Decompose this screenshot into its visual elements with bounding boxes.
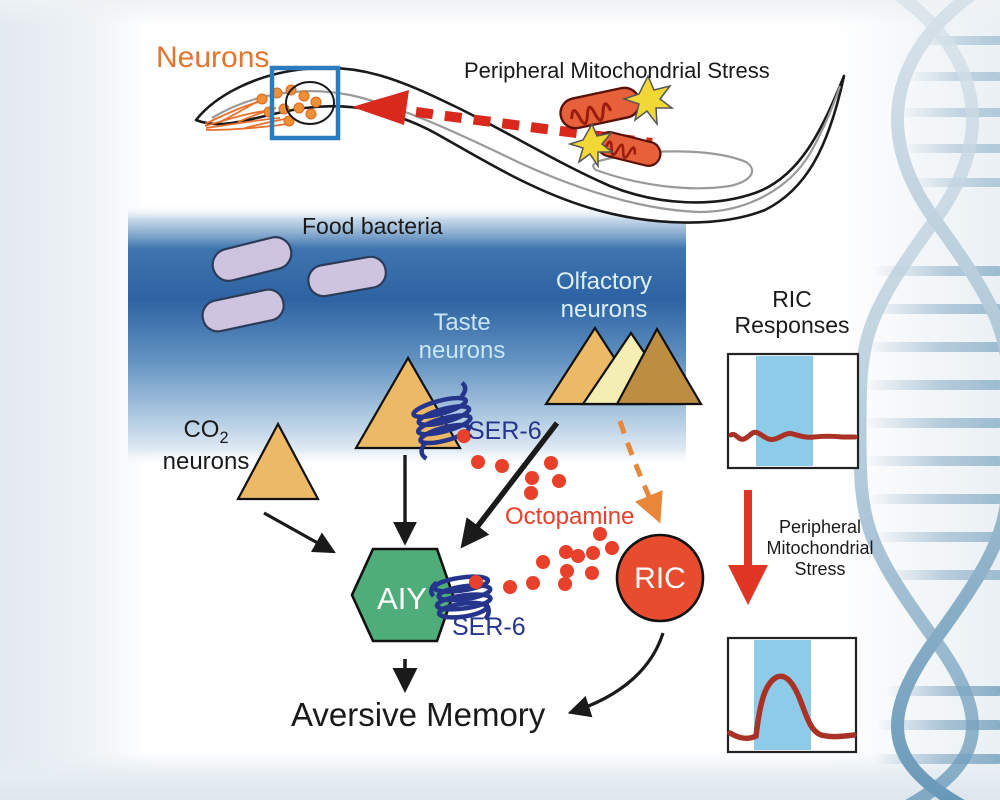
ser6-receptor-aiy-icon — [429, 574, 493, 621]
peripheral-stress-title: Peripheral Mitochondrial Stress — [464, 58, 770, 83]
side-stress-line3: Stress — [794, 559, 846, 580]
aversive-memory-label: Aversive Memory — [291, 696, 546, 733]
ric-response-plot-baseline — [726, 352, 860, 470]
stress-star-1 — [621, 74, 675, 127]
octopamine-dots — [471, 455, 619, 594]
neurons-highlight-box — [269, 65, 341, 141]
co2-neurons-label-line2: neurons — [162, 447, 250, 475]
stressed-trace — [727, 673, 857, 742]
worm-illustration — [194, 65, 846, 224]
taste-neurons-label: Taste neurons — [407, 309, 517, 364]
side-stress-line2: Mitochondrial — [766, 538, 874, 559]
food-bacteria-shapes — [201, 236, 387, 333]
co2-text: CO — [183, 416, 220, 443]
head-neuron-somas — [256, 84, 322, 127]
aiy-neuron-hexagon — [350, 547, 455, 643]
olfactory-neurons-label-line1: Olfactory — [555, 268, 653, 295]
nerve-ring-oval — [285, 81, 335, 125]
worm-inner-line — [211, 85, 842, 214]
stress-star-2 — [567, 122, 615, 169]
ser6-receptor-taste-icon — [411, 381, 473, 461]
ric-responses-title-line1: RIC — [772, 286, 812, 312]
arrow-ser6-to-aiy — [460, 421, 560, 549]
arrow-olfactory-to-ric — [617, 420, 663, 524]
stress-arrowhead — [352, 90, 409, 125]
arrow-co2-to-aiy — [263, 511, 336, 554]
dna-strand-2 — [853, 0, 979, 800]
olfactory-neurons-label-line2: neurons — [560, 295, 648, 323]
aiy-label: AIY — [377, 581, 427, 616]
peripheral-stress-side-label: Peripheral Mitochondrial Stress — [764, 517, 876, 581]
ric-label: RIC — [634, 562, 686, 595]
ser6-taste-label: SER-6 — [468, 417, 542, 445]
dna-strand-1 — [891, 0, 1000, 800]
baseline-trace — [728, 429, 858, 442]
co2-neurons-label: CO2 neurons — [158, 416, 254, 475]
taste-neurons-label-line2: neurons — [418, 336, 506, 364]
octopamine-label: Octopamine — [505, 503, 635, 530]
dna-helix-decoration — [853, 0, 1000, 800]
neurons-label: Neurons — [156, 41, 270, 74]
ric-neuron-circle — [615, 533, 705, 623]
ric-response-plot-stressed — [726, 636, 858, 754]
ric-responses-title-line2: Responses — [734, 312, 850, 339]
olfactory-neuron-triangles — [543, 325, 703, 406]
olfactory-neurons-label: Olfactory neurons — [548, 268, 660, 323]
stressed-mitochondria — [559, 74, 675, 169]
stimulus-band — [756, 356, 813, 466]
ric-responses-title: RIC Responses — [731, 286, 853, 339]
arrow-ric-to-memory — [567, 632, 665, 718]
side-stress-line1: Peripheral — [778, 517, 862, 537]
food-bacteria-label: Food bacteria — [302, 213, 443, 239]
co2-neurons-label-line1: CO2 — [158, 416, 254, 448]
taste-neurons-label-line1: Taste — [433, 309, 491, 336]
ser6-aiy-label: SER-6 — [452, 613, 526, 641]
co2-subscript: 2 — [219, 428, 229, 447]
co2-neuron-triangle — [236, 421, 320, 501]
stress-signal-arrow — [352, 90, 653, 148]
